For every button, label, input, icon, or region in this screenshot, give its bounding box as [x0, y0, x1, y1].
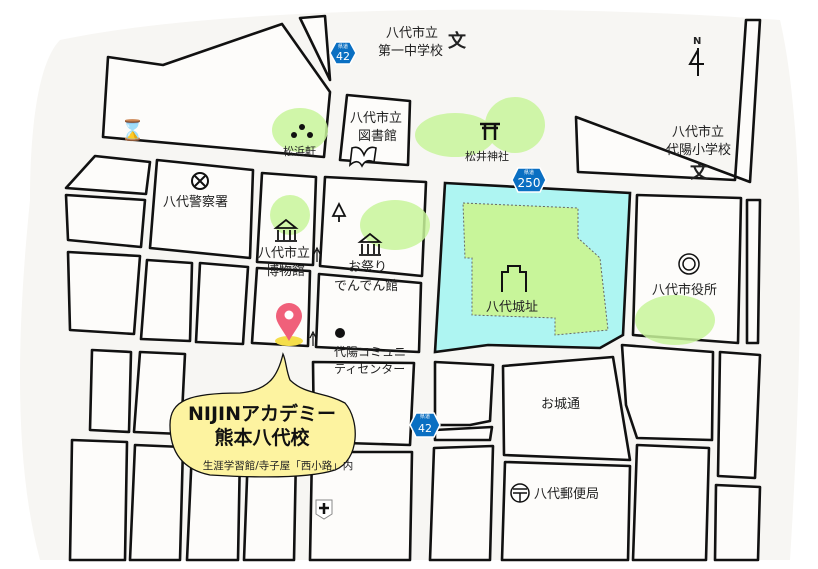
- post-office[interactable]: 八代郵便局: [510, 483, 599, 503]
- svg-text:250: 250: [518, 176, 541, 190]
- museum-label-line2: 博物館: [266, 264, 305, 279]
- library-label-line1: 八代市立: [350, 110, 402, 126]
- shrine-gate-icon: [480, 122, 500, 140]
- tree-icon: [331, 201, 347, 222]
- city-hall-icon: [678, 253, 700, 275]
- library[interactable]: 八代市立 図書館: [348, 110, 402, 168]
- one-way-arrow-icon: [309, 330, 317, 346]
- museum-label-line1: 八代市立: [258, 245, 310, 261]
- castle-icon: [501, 265, 527, 292]
- library-label-line2: 図書館: [358, 129, 397, 144]
- castle-crest-icon: ⌛: [120, 118, 145, 142]
- city-blocks: [64, 14, 762, 562]
- museum-icon: [273, 218, 299, 242]
- elementary-school[interactable]: 八代市立 代陽小学校 文: [666, 124, 731, 183]
- garden-icon: [291, 124, 313, 138]
- callout-subtitle: 生涯学習館/寺子屋「西小路」内: [203, 459, 354, 472]
- route-shield-250: 県道 250: [511, 167, 547, 193]
- north-label: N: [693, 36, 701, 47]
- book-icon: [348, 146, 377, 168]
- school1-label-line1: 八代市立: [386, 25, 438, 41]
- callout-title-line2: 熊本八代校: [214, 426, 310, 449]
- facility-dot-icon: [335, 328, 345, 338]
- north-arrow: N: [688, 36, 704, 76]
- post-office-label: 八代郵便局: [534, 487, 599, 502]
- svg-text:県道: 県道: [524, 169, 534, 176]
- castle-ruins-area[interactable]: 八代城址: [433, 181, 632, 354]
- omatsuri-label-line2: でんでん館: [334, 279, 398, 294]
- svg-text:県道: 県道: [338, 43, 348, 50]
- community-label-line2: ティセンター: [334, 362, 405, 376]
- school-callout[interactable]: NIJINアカデミー 熊本八代校 生涯学習館/寺子屋「西小路」内: [169, 352, 356, 478]
- police-station[interactable]: 八代警察署: [163, 172, 228, 210]
- omatsuri-label-line1: お祭り: [348, 260, 387, 275]
- police-label: 八代警察署: [163, 194, 228, 210]
- one-way-arrow-icon: [313, 246, 321, 262]
- city-hall[interactable]: 八代市役所: [652, 253, 717, 298]
- school-icon: 文: [448, 30, 467, 52]
- matsui-shrine[interactable]: 松井神社: [465, 122, 509, 163]
- svg-text:県道: 県道: [420, 413, 430, 420]
- museum-icon: [357, 232, 383, 256]
- svg-text:42: 42: [336, 50, 350, 63]
- shrine-label: 松井神社: [465, 149, 509, 163]
- callout-title-line1: NIJINアカデミー: [188, 402, 336, 425]
- route-shield-42-south: 県道 42: [409, 412, 441, 438]
- community-label-line1: 代陽コミュニ: [334, 345, 406, 359]
- map-pin-icon: [276, 303, 302, 341]
- city-hall-label: 八代市役所: [652, 282, 717, 298]
- route-shield-42-north: 県道 42: [329, 41, 357, 65]
- shohamaken-label: 松浜軒: [283, 144, 316, 158]
- svg-text:42: 42: [418, 422, 432, 435]
- castle-label: 八代城址: [486, 300, 538, 315]
- community-center[interactable]: 代陽コミュニ ティセンター: [334, 328, 406, 376]
- park-areas: [270, 97, 715, 345]
- shohamaken[interactable]: 松浜軒: [283, 124, 316, 158]
- location-pin[interactable]: [275, 303, 303, 346]
- school2-label-line1: 八代市立: [672, 124, 724, 140]
- omatsuri-denden-kan[interactable]: お祭り でんでん館: [331, 201, 398, 294]
- school2-label-line2: 代陽小学校: [666, 142, 731, 158]
- school1-label-line2: 第一中学校: [378, 43, 443, 59]
- school-icon: 文: [690, 161, 709, 183]
- junior-high-school[interactable]: 八代市立 第一中学校 文: [378, 25, 467, 59]
- street-label-oshiro-dori: お城通: [541, 397, 580, 412]
- museum[interactable]: 八代市立 博物館: [258, 218, 310, 279]
- hospital[interactable]: [315, 499, 333, 520]
- north-arrow-icon: [688, 48, 704, 76]
